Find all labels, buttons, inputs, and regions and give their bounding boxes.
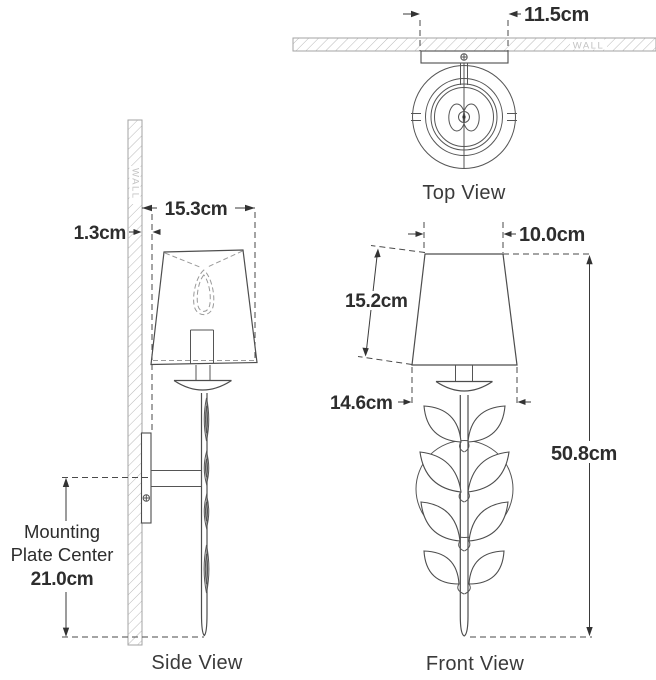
dim-10-0: 10.0cm [408,222,585,253]
top-view-drawing: WALL [292,4,656,204]
wall-section-side [127,119,143,646]
shade-front-profile [411,253,518,366]
dim-11-5: 11.5cm [403,4,589,51]
dim-15-2: 15.2cm [343,245,426,365]
wall-label-side-view: WALL [130,168,141,200]
mounting-note-line1: Mounting [24,521,100,542]
wall-label-top-view: WALL [573,41,605,52]
side-leaves [203,397,210,594]
screw-icon-side [142,494,151,502]
wreath-circle [415,440,514,538]
side-view-label: Side View [151,652,243,674]
stem-side-profile [140,365,232,637]
front-leaves [419,405,510,595]
screw-icon [460,53,468,61]
dim-50-8: 50.8cm [470,253,626,638]
dim-label-15-2: 15.2cm [345,291,408,312]
bulb-lobe-right [462,103,480,132]
dim-label-21-0: 21.0cm [31,569,94,590]
dim-label-14-6: 14.6cm [330,393,393,414]
bulb-hidden-outline [193,269,215,316]
top-view-label: Top View [422,182,505,204]
front-view-label: Front View [426,653,524,675]
mounting-note-line2: Plate Center [11,544,114,565]
dim-label-11-5: 11.5cm [524,4,589,26]
side-view-drawing: WALL 15.3cm 1.3cm [11,119,258,674]
dim-label-50-8: 50.8cm [551,443,617,465]
dim-label-10-0: 10.0cm [519,224,585,246]
dim-label-1-3: 1.3cm [74,223,126,244]
bulb-lobe-left [448,103,466,132]
dim-1-3: 1.3cm [74,223,161,244]
dim-21-0: Mounting Plate Center 21.0cm [11,477,204,638]
bobeche-front [435,381,493,392]
sconce-top-profile [411,63,517,169]
bobeche-side [173,379,232,391]
stem-front-profile [459,395,469,637]
dim-14-6: 14.6cm [330,367,531,414]
dim-label-15-3: 15.3cm [165,199,228,220]
front-view-drawing: 10.0cm 15.2cm 14.6cm [330,222,626,675]
shade-side-profile [150,249,258,366]
dim-15-3: 15.3cm [142,199,255,220]
